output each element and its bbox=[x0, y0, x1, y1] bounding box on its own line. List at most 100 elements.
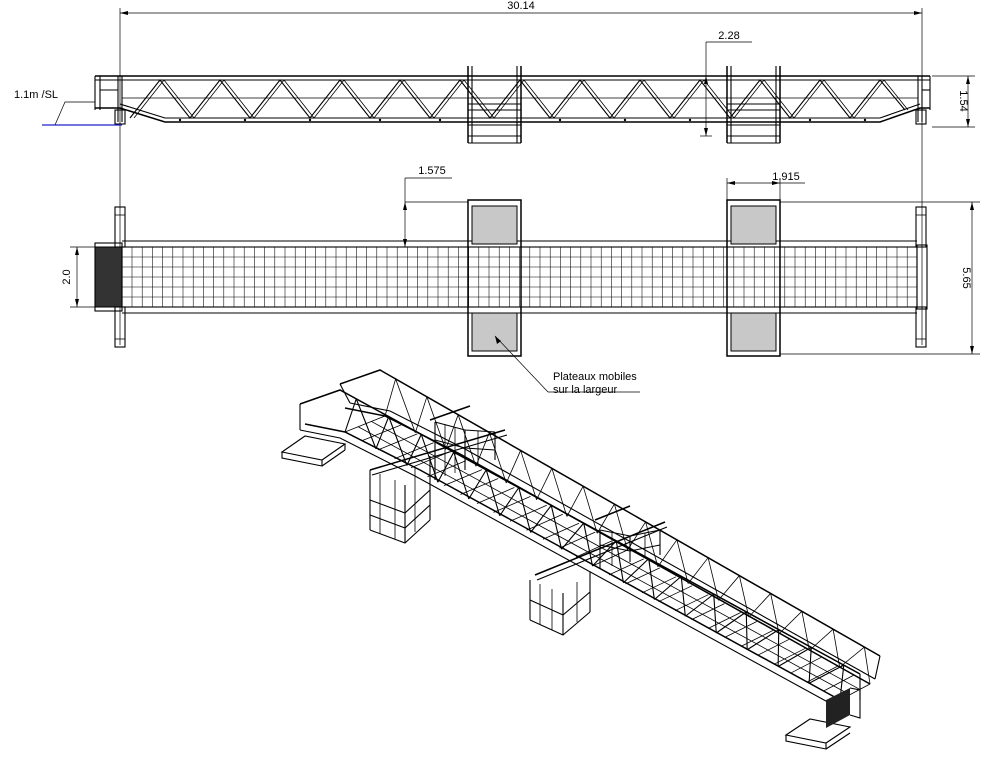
water-level-marker: 1.1m /SL bbox=[14, 89, 122, 126]
truss-diagonal bbox=[550, 505, 563, 550]
truss-diagonal bbox=[536, 468, 553, 500]
truss-diagonal bbox=[808, 664, 845, 684]
plan-supports bbox=[114, 206, 927, 348]
truss-diagonal bbox=[566, 485, 584, 517]
deck-crossbar bbox=[575, 540, 612, 558]
truss-diagonal bbox=[684, 593, 715, 617]
truss-diagonal bbox=[623, 558, 650, 584]
deck-crossbar bbox=[641, 576, 677, 594]
truss-diagonal bbox=[748, 593, 771, 618]
truss-diagonal bbox=[680, 576, 686, 617]
truss-diagonal bbox=[518, 487, 532, 533]
dimension-platform-spacing: 2.28 bbox=[700, 30, 752, 137]
deck-crossbar bbox=[757, 638, 790, 656]
dimension-label-platform-offset: 1.575 bbox=[418, 165, 446, 177]
plan-platform-right bbox=[726, 199, 781, 357]
dimension-label-deck-width: 2.0 bbox=[61, 269, 73, 284]
deck-crossbar bbox=[361, 424, 402, 442]
truss-diagonal bbox=[468, 469, 487, 500]
truss-diagonal bbox=[654, 575, 682, 600]
mobile-platforms-label-line1: Plateaux mobiles bbox=[553, 371, 637, 383]
truss-diagonal bbox=[437, 451, 455, 483]
deck-crossbar bbox=[542, 522, 580, 540]
truss-diagonal bbox=[770, 593, 780, 634]
truss-diagonal bbox=[738, 575, 750, 618]
truss-diagonal bbox=[713, 594, 717, 634]
truss-diagonal bbox=[808, 647, 812, 684]
truss-diagonal bbox=[809, 628, 834, 651]
truss-diagonal bbox=[520, 450, 537, 500]
truss-diagonal bbox=[707, 557, 719, 601]
deck-crossbar bbox=[344, 415, 386, 433]
truss-diagonal bbox=[488, 432, 507, 484]
truss-diagonal bbox=[676, 539, 689, 584]
plan-end-plate-right bbox=[916, 244, 928, 310]
deck-crossbar bbox=[707, 612, 741, 629]
deck-crossbar bbox=[394, 442, 434, 460]
truss-diagonal bbox=[499, 487, 520, 517]
side-platform-tower-right bbox=[726, 66, 781, 144]
truss-diagonal bbox=[388, 416, 408, 466]
truss-diagonal bbox=[596, 503, 615, 534]
truss-diagonal bbox=[505, 450, 521, 484]
truss-diagonal bbox=[561, 522, 585, 550]
truss-diagonal bbox=[583, 523, 594, 567]
deck-crossbar bbox=[377, 433, 418, 451]
side-elevation-view bbox=[94, 66, 931, 144]
deck-crossbar bbox=[658, 585, 693, 603]
deck-stringer bbox=[371, 421, 860, 690]
deck-crossbar bbox=[460, 478, 499, 495]
mobile-platforms-note: Plateaux mobiles sur la largeur bbox=[494, 335, 640, 396]
deck-grid-transverse bbox=[131, 247, 908, 307]
truss-diagonal bbox=[746, 629, 780, 651]
truss-diagonal bbox=[582, 486, 598, 534]
plan-platform-left bbox=[467, 199, 522, 357]
mobile-platforms-label-line2: sur la largeur bbox=[553, 384, 618, 396]
truss-diagonal bbox=[715, 611, 747, 634]
truss-diagonal bbox=[832, 629, 841, 668]
dimension-label-height-side: 1.54 bbox=[957, 90, 969, 111]
truss-diagonal bbox=[648, 558, 655, 600]
deck-crossbar bbox=[823, 674, 854, 692]
deck-crossbar bbox=[806, 665, 838, 683]
truss-diagonal bbox=[551, 468, 568, 517]
dimension-height-side: 1.54 bbox=[932, 75, 975, 128]
deck-crossbar bbox=[724, 621, 757, 638]
deck-crossbar bbox=[526, 513, 563, 531]
iso-end-support-right bbox=[784, 718, 852, 750]
iso-platform-tower-right bbox=[529, 505, 668, 636]
dimension-label-overall-width: 5.65 bbox=[960, 267, 972, 288]
water-level-label: 1.1m /SL bbox=[14, 89, 58, 101]
truss-diagonal bbox=[687, 557, 709, 584]
dimension-label-total-length: 30.14 bbox=[507, 0, 535, 12]
deck-crossbar bbox=[493, 496, 531, 513]
truss-diagonal bbox=[777, 646, 812, 667]
iso-truss-top-chords bbox=[299, 369, 881, 700]
dimension-platform-offset: 1.575 bbox=[403, 165, 468, 247]
truss-diagonal bbox=[406, 434, 422, 466]
dimension-label-platform-width: 1.915 bbox=[772, 171, 800, 183]
deck-crossbar bbox=[625, 567, 660, 585]
truss-diagonal bbox=[530, 505, 552, 533]
dimension-total-length: 30.14 bbox=[119, 0, 923, 345]
truss-diagonal bbox=[718, 575, 740, 601]
deck-crossbar bbox=[427, 460, 466, 478]
truss-diagonal bbox=[839, 646, 865, 668]
deck-crossbar bbox=[476, 487, 515, 504]
deck-crossbar bbox=[674, 594, 709, 612]
side-platform-tower-left bbox=[467, 66, 522, 144]
truss-diagonal bbox=[863, 647, 871, 685]
deck-crossbar bbox=[509, 504, 547, 522]
dimension-deck-width: 2.0 bbox=[61, 246, 95, 308]
bottom-chord-bolts bbox=[178, 118, 867, 122]
deck-crossbar bbox=[790, 656, 822, 674]
deck-crossbar bbox=[608, 558, 644, 576]
plan-end-mesh-left bbox=[94, 242, 123, 312]
truss-diagonal bbox=[801, 611, 810, 651]
deck-crossbar bbox=[592, 549, 628, 567]
deck-stringer bbox=[358, 426, 851, 696]
dimension-overall-width: 5.65 bbox=[780, 201, 980, 355]
truss-diagonal bbox=[657, 539, 678, 567]
truss-diagonal bbox=[777, 629, 780, 667]
